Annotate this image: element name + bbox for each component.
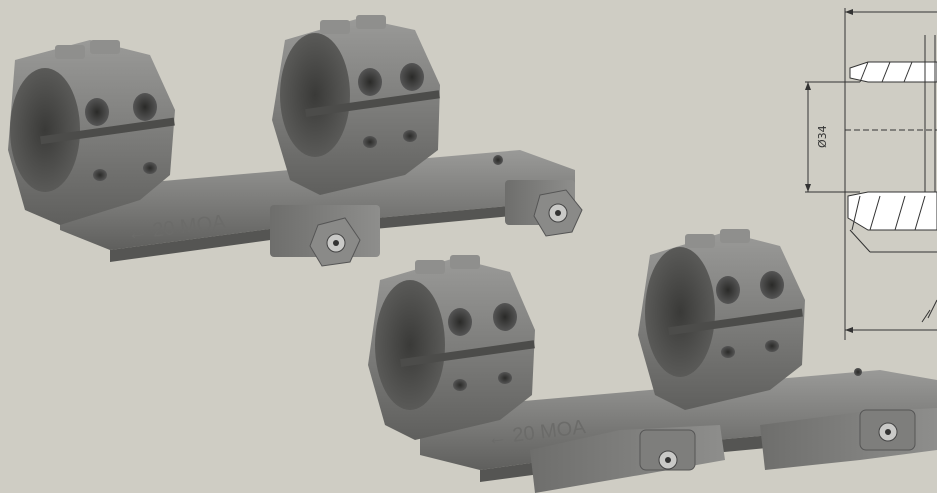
mount-bottom-ring-rear [368,255,535,440]
mount-top-knob-right [533,189,583,237]
mount-top-ring-rear [8,40,175,225]
mount-top: ← 20 MOA [8,15,583,267]
mount-bottom: ← 20 MOA [368,229,937,493]
technical-drawing [805,8,937,340]
mount-bottom-lever-right [760,408,937,470]
mount-top-knob-left [309,217,361,267]
mount-bottom-base-rail [420,370,937,470]
mount-top-base-rail [60,150,575,250]
mount-bottom-ring-front [638,229,805,410]
mount-top-ring-front [272,15,440,195]
diameter-label: Ø34 [816,125,829,148]
mount-bottom-lever-left [530,425,725,493]
